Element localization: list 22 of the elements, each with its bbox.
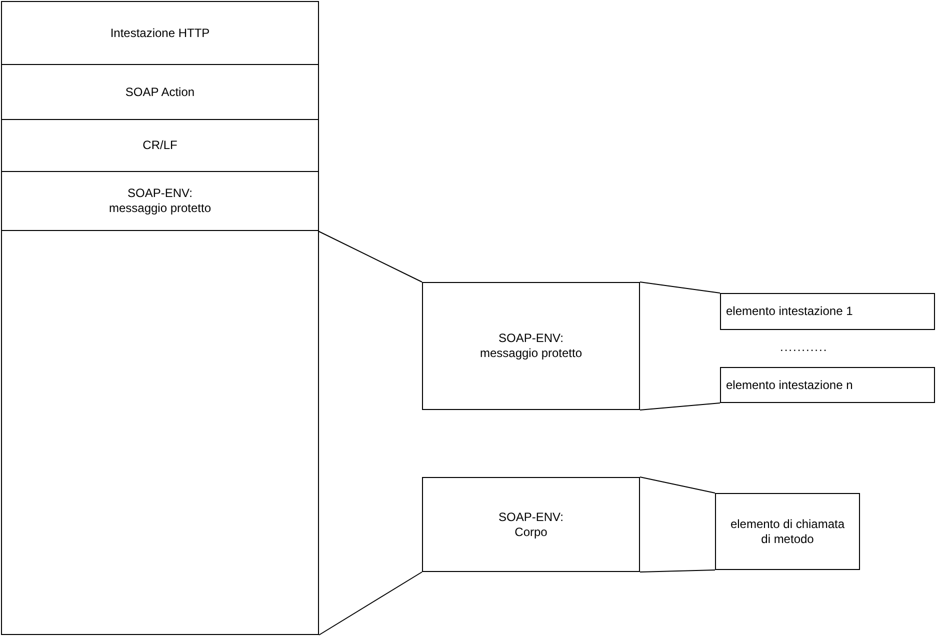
box-label: SOAP-ENV: messaggio protetto [478, 331, 584, 361]
box-label: elemento intestazione n [726, 378, 853, 392]
box-label: SOAP-ENV: messaggio protetto [108, 186, 212, 216]
connector-line [318, 572, 422, 636]
box-label: SOAP-ENV: Corpo [498, 510, 564, 540]
box-label: CR/LF [142, 138, 178, 153]
text-box [720, 293, 935, 330]
text-box [720, 367, 935, 403]
connector-line [640, 570, 716, 572]
connector-line [318, 230, 422, 282]
text-box [715, 493, 860, 570]
box-label: elemento di chiamata di metodo [729, 516, 846, 546]
text-box [422, 477, 640, 572]
box-label: Intestazione HTTP [110, 26, 210, 40]
connector-line [640, 476, 716, 494]
ellipsis-dots: ........... [780, 340, 828, 354]
container-box [1, 1, 319, 635]
box-label: elemento intestazione 1 [726, 304, 853, 319]
connector-line [640, 282, 720, 294]
connector-line [640, 402, 720, 410]
text-box [422, 282, 640, 410]
box-label: SOAP Action [125, 84, 195, 100]
